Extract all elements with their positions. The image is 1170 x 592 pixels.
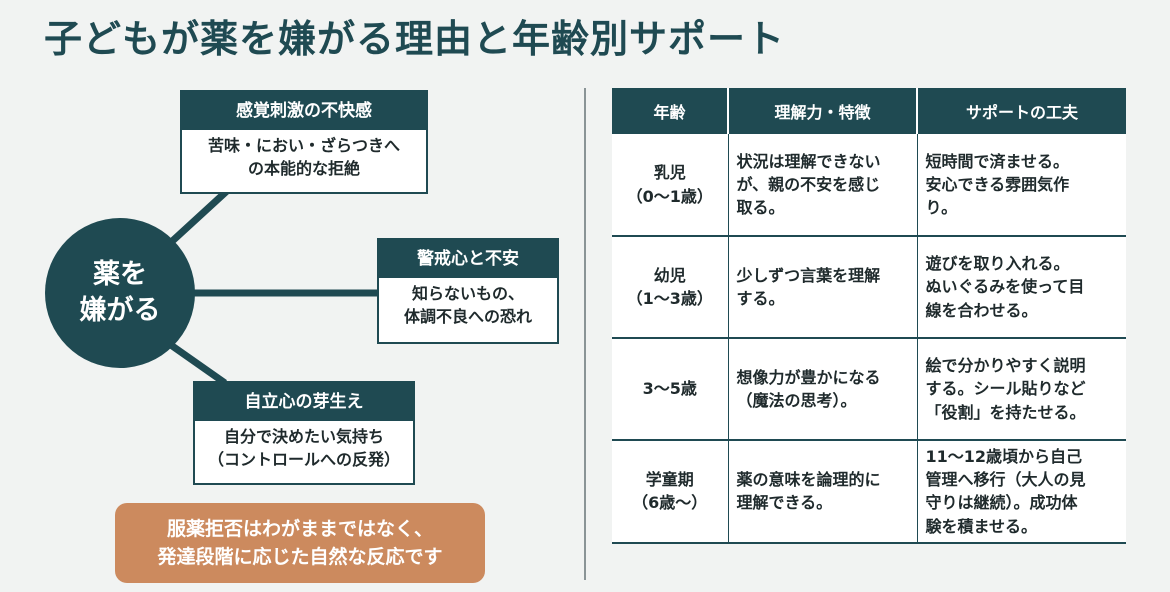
table-row: 幼児 （1〜3歳） 少しずつ言葉を理解 する。 遊びを取り入れる。 ぬいぐるみを… bbox=[612, 236, 1126, 339]
cell-age: 3〜5歳 bbox=[612, 338, 729, 441]
table-row: 3〜5歳 想像力が豊かになる （魔法の思考）。 絵で分かりやすく説明 する。シー… bbox=[612, 338, 1126, 441]
cell-age: 学童期 （6歳〜） bbox=[612, 440, 729, 544]
cause-head: 感覚刺激の不快感 bbox=[182, 92, 426, 130]
page-title: 子どもが薬を嫌がる理由と年齢別サポート bbox=[44, 17, 786, 61]
cell-trait: 状況は理解できない が、親の不安を感じ 取る。 bbox=[728, 134, 918, 237]
cell-support: 遊びを取り入れる。 ぬいぐるみを使って目 線を合わせる。 bbox=[917, 236, 1126, 339]
cell-age: 乳児 （0〜1歳） bbox=[612, 134, 729, 237]
summary-note: 服薬拒否はわがままではなく、 発達段階に応じた自然な反応です bbox=[115, 503, 485, 583]
connector-line-3 bbox=[165, 340, 228, 386]
cause-box-sensory: 感覚刺激の不快感 苦味・におい・ざらつきへ の本能的な拒絶 bbox=[180, 90, 428, 194]
cell-age: 幼児 （1〜3歳） bbox=[612, 236, 729, 339]
cause-body: 自分で決めたい気持ち （コントロールへの反発） bbox=[207, 427, 400, 470]
cell-trait: 少しずつ言葉を理解 する。 bbox=[728, 236, 918, 339]
cell-trait: 薬の意味を論理的に 理解できる。 bbox=[728, 440, 918, 544]
cell-support: 絵で分かりやすく説明 する。シール貼りなど 「役割」を持たせる。 bbox=[917, 338, 1126, 441]
cause-box-anxiety: 警戒心と不安 知らないもの、 体調不良への恐れ bbox=[377, 238, 559, 344]
header-support: サポートの工夫 bbox=[917, 88, 1126, 134]
cause-head: 自立心の芽生え bbox=[195, 383, 413, 421]
header-age: 年齢 bbox=[612, 88, 729, 134]
age-support-table: 年齢 理解力・特徴 サポートの工夫 乳児 （0〜1歳） 状況は理解できない が、… bbox=[612, 88, 1126, 544]
cause-box-independence: 自立心の芽生え 自分で決めたい気持ち （コントロールへの反発） bbox=[193, 381, 415, 485]
table-row: 乳児 （0〜1歳） 状況は理解できない が、親の不安を感じ 取る。 短時間で済ま… bbox=[612, 134, 1126, 237]
header-trait: 理解力・特徴 bbox=[728, 88, 918, 134]
vertical-divider bbox=[584, 88, 586, 580]
cause-body: 知らないもの、 体調不良への恐れ bbox=[403, 284, 532, 327]
cell-trait: 想像力が豊かになる （魔法の思考）。 bbox=[728, 338, 918, 441]
cell-support: 短時間で済ませる。 安心できる雰囲気作 り。 bbox=[917, 134, 1126, 237]
connector-line-1 bbox=[165, 187, 231, 248]
cause-body: 苦味・におい・ざらつきへ の本能的な拒絶 bbox=[207, 136, 400, 179]
center-circle: 薬を 嫌がる bbox=[45, 218, 195, 368]
table-row: 学童期 （6歳〜） 薬の意味を論理的に 理解できる。 11〜12歳頃から自己 管… bbox=[612, 440, 1126, 544]
table-header-row: 年齢 理解力・特徴 サポートの工夫 bbox=[612, 88, 1126, 134]
cell-support: 11〜12歳頃から自己 管理へ移行（大人の見 守りは継続）。成功体 験を積ませる… bbox=[917, 440, 1126, 544]
connector-lines bbox=[165, 187, 378, 386]
cause-head: 警戒心と不安 bbox=[379, 240, 557, 278]
